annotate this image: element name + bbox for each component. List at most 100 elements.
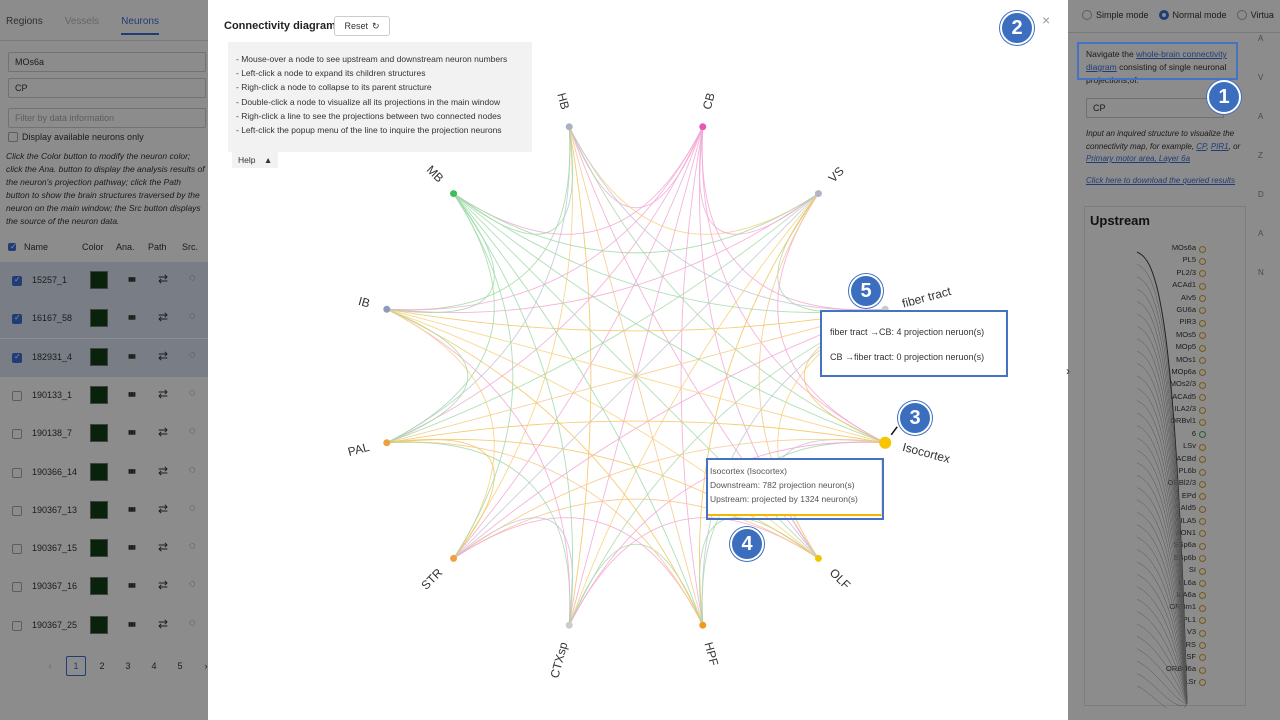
example-link-pir1[interactable]: PIR1	[1210, 141, 1229, 151]
mode-simple[interactable]: Simple mode	[1082, 10, 1149, 20]
upstream-item[interactable]: AON1	[1088, 527, 1208, 539]
connection-line[interactable]	[386, 308, 571, 626]
row-checkbox[interactable]	[12, 429, 22, 440]
upstream-item[interactable]: MOp5	[1088, 341, 1208, 353]
path-icon[interactable]: ⇄	[158, 463, 169, 478]
row-checkbox[interactable]	[12, 505, 22, 516]
color-button[interactable]	[90, 424, 108, 443]
upstream-item[interactable]: MOs6a	[1088, 242, 1208, 254]
upstream-item[interactable]: ORBvl6a	[1088, 663, 1208, 675]
display-available-checkbox[interactable]	[8, 132, 18, 142]
node-hb[interactable]	[565, 123, 573, 131]
bar-chart-icon[interactable]: ▮▮▮	[128, 430, 136, 437]
color-button[interactable]	[90, 271, 108, 289]
upstream-item[interactable]: GU6a	[1088, 304, 1208, 316]
path-icon[interactable]: ⇄	[158, 272, 169, 286]
connection-line[interactable]	[453, 498, 819, 559]
source-icon[interactable]: ◌	[189, 348, 196, 361]
upstream-item[interactable]: LSr	[1088, 676, 1208, 688]
upstream-item[interactable]: PL2/3	[1088, 267, 1208, 279]
upstream-item[interactable]: ORBvl1	[1088, 415, 1208, 427]
node-ib[interactable]	[383, 305, 391, 313]
side-tab[interactable]: A	[1258, 112, 1264, 121]
row-checkbox[interactable]	[12, 275, 22, 286]
connection-line[interactable]	[386, 308, 468, 444]
example-link-cp[interactable]: CP	[1196, 141, 1207, 151]
side-tab[interactable]: V	[1258, 73, 1264, 82]
connection-line[interactable]	[386, 439, 495, 559]
node-mb[interactable]	[450, 190, 458, 198]
connection-line[interactable]	[386, 126, 704, 311]
node-olf[interactable]	[814, 554, 822, 562]
prev-page-icon[interactable]: ‹	[48, 661, 52, 671]
upstream-item[interactable]: AIv5	[1088, 292, 1208, 304]
connection-line[interactable]	[453, 193, 573, 626]
connection-line[interactable]	[386, 126, 571, 444]
color-button[interactable]	[90, 615, 108, 634]
upstream-item[interactable]: SSp6b	[1088, 552, 1208, 564]
upstream-item[interactable]: ORBl2/3	[1088, 477, 1208, 489]
upstream-item[interactable]: V3	[1088, 626, 1208, 638]
row-checkbox[interactable]	[12, 620, 22, 631]
bar-chart-icon[interactable]: ▮▮▮	[128, 315, 136, 322]
page-3[interactable]: 3	[125, 661, 131, 671]
bar-chart-icon[interactable]: ▮▮▮	[128, 506, 136, 513]
bar-chart-icon[interactable]: ▮▮▮	[128, 468, 136, 475]
path-icon[interactable]: ⇄	[158, 578, 169, 593]
table-row[interactable]: 190367_16▮▮▮⇄◌	[0, 568, 208, 606]
mode-normal[interactable]: Normal mode	[1158, 10, 1227, 20]
connection-line[interactable]	[386, 308, 704, 626]
connection-line[interactable]	[386, 193, 495, 313]
connection-line[interactable]	[386, 193, 819, 444]
upstream-item[interactable]: PL6b	[1088, 465, 1208, 477]
source-icon[interactable]: ◌	[189, 501, 196, 514]
select-all-checkbox[interactable]	[8, 242, 17, 251]
path-icon[interactable]: ⇄	[158, 501, 169, 516]
source-icon[interactable]: ◌	[189, 272, 196, 284]
upstream-item[interactable]: PIR3	[1088, 316, 1208, 328]
connection-line[interactable]	[453, 193, 704, 626]
row-checkbox[interactable]	[12, 352, 22, 363]
tab-regions[interactable]: Regions	[6, 16, 43, 27]
path-icon[interactable]: ⇄	[158, 386, 169, 401]
structure-field-2[interactable]: CP	[8, 78, 206, 98]
page-1[interactable]: 1	[66, 656, 86, 676]
upstream-item[interactable]: MOs5	[1088, 329, 1208, 341]
bar-chart-icon[interactable]: ▮▮▮	[128, 391, 136, 398]
connection-line[interactable]	[453, 126, 704, 559]
source-icon[interactable]: ◌	[189, 463, 196, 476]
help-toggle[interactable]: Help ▲	[232, 152, 279, 168]
path-icon[interactable]: ⇄	[158, 310, 169, 325]
connection-line[interactable]	[386, 441, 571, 626]
source-icon[interactable]: ◌	[189, 540, 196, 553]
mode-virtual[interactable]: Virtua	[1236, 10, 1274, 20]
upstream-item[interactable]: PL1	[1088, 614, 1208, 626]
color-button[interactable]	[90, 500, 108, 519]
path-icon[interactable]: ⇄	[158, 348, 169, 363]
expand-arrow-icon[interactable]: ›	[1066, 364, 1070, 378]
side-tab[interactable]: N	[1258, 268, 1264, 277]
bar-chart-icon[interactable]: ▮▮▮	[128, 277, 136, 283]
connection-line[interactable]	[453, 517, 704, 626]
upstream-item[interactable]: ILA6a	[1088, 589, 1208, 601]
source-icon[interactable]: ◌	[189, 578, 196, 591]
upstream-item[interactable]: MOp6a	[1088, 366, 1208, 378]
row-checkbox[interactable]	[12, 390, 22, 401]
table-row[interactable]: 15257_1▮▮▮⇄◌	[0, 262, 208, 300]
connection-line[interactable]	[568, 517, 819, 626]
table-row[interactable]: 190367_25▮▮▮⇄◌	[0, 607, 208, 645]
table-row[interactable]: 190133_1▮▮▮⇄◌	[0, 377, 208, 415]
path-icon[interactable]: ⇄	[158, 425, 169, 440]
tab-neurons[interactable]: Neurons	[121, 16, 159, 35]
connection-line[interactable]	[453, 193, 886, 444]
upstream-item[interactable]: ACAd1	[1088, 279, 1208, 291]
upstream-item[interactable]: ILA2/3	[1088, 403, 1208, 415]
color-button[interactable]	[90, 577, 108, 596]
whole-brain-link[interactable]: whole-brain connectivity diagram	[1086, 49, 1227, 72]
color-button[interactable]	[90, 385, 108, 404]
popup-line-cb-ft[interactable]: CB →fiber tract: 0 projection neruon(s)	[830, 352, 985, 362]
connection-line[interactable]	[386, 193, 819, 313]
close-icon[interactable]: ×	[1042, 12, 1051, 28]
side-tab[interactable]: D	[1258, 190, 1264, 199]
